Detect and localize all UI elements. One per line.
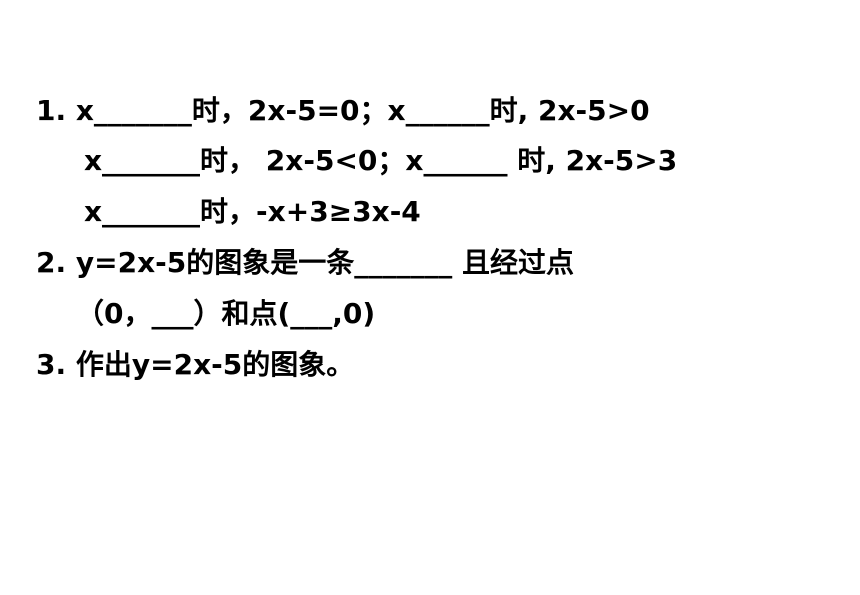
question-1-line-1: 1. x_______时，2x-5=0；x______时, 2x-5>0 — [36, 94, 650, 127]
question-1-line-3: x_______时，-x+3≥3x-4 — [84, 195, 421, 228]
question-2-line-1: 2. y=2x-5的图象是一条_______ 且经过点 — [36, 246, 574, 279]
question-1-line-2: x_______时， 2x-5<0；x______ 时, 2x-5>3 — [84, 144, 678, 177]
question-3-line-1: 3. 作出y=2x-5的图象。 — [36, 348, 355, 381]
question-2-line-2: （0，___）和点(___,0) — [76, 297, 376, 330]
